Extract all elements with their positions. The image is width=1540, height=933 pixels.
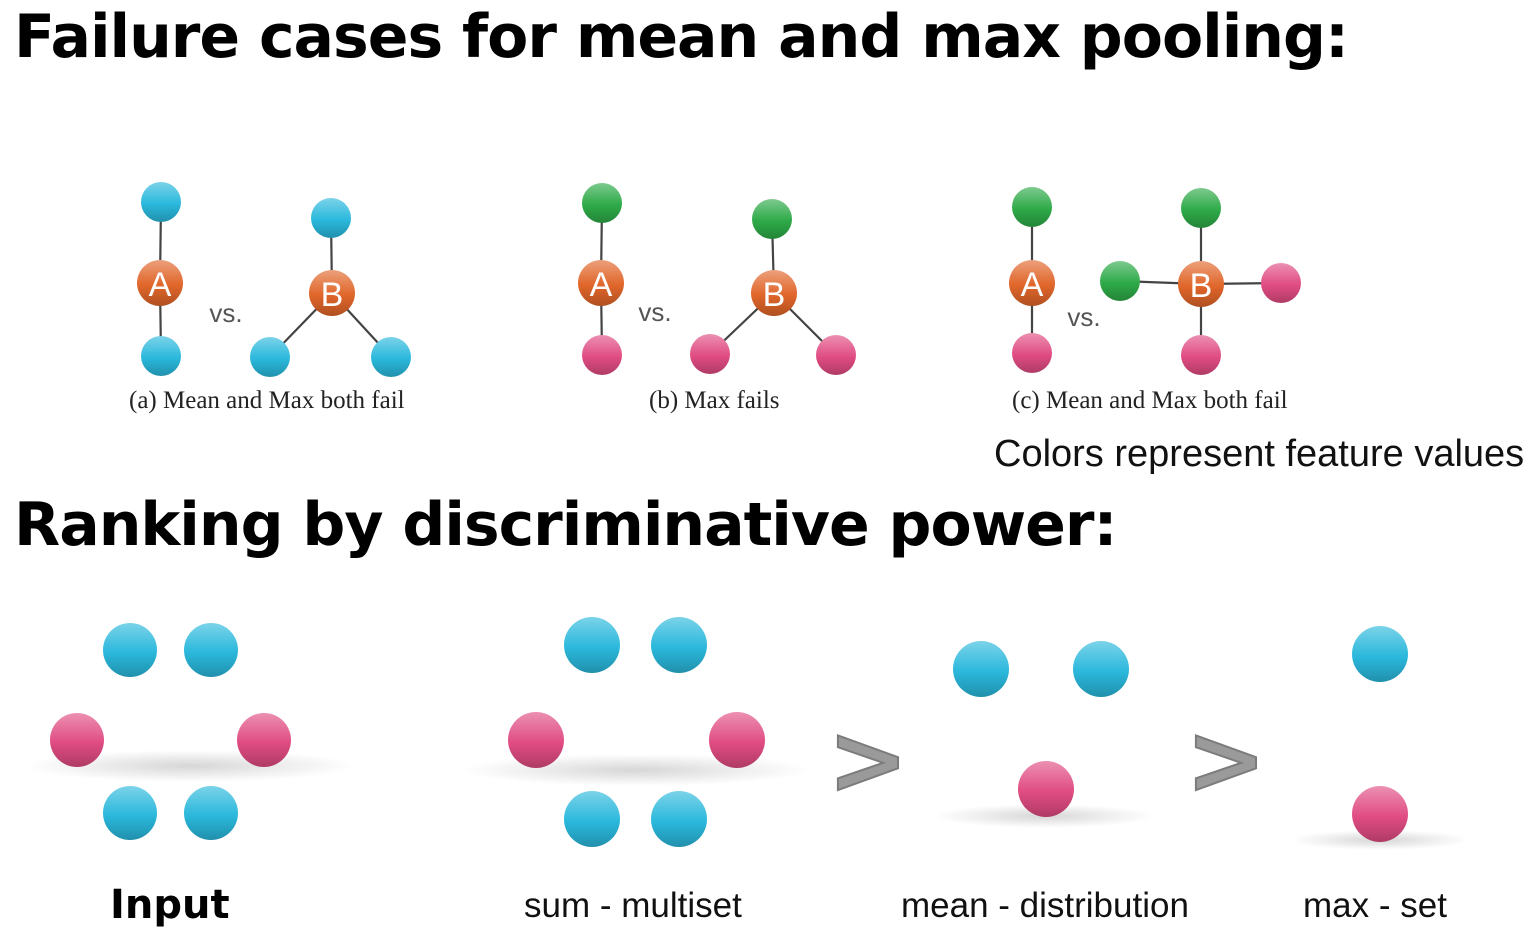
case-a-graph-a-neighbor-bottom	[141, 336, 181, 376]
ranking-1-ball-5	[651, 791, 707, 847]
failure-cases-title: Failure cases for mean and max pooling:	[14, 2, 1349, 72]
ranking-2-ball-1	[1073, 641, 1129, 697]
case-a-node-b	[309, 270, 355, 316]
ranking-0-ball-5	[184, 786, 238, 840]
ranking-0-ball-4	[103, 786, 157, 840]
case-c-node-b	[1178, 261, 1224, 307]
case-b-node-a	[578, 260, 624, 306]
case-a-node-a	[137, 260, 183, 306]
ranking-0-ball-3	[237, 713, 291, 767]
case-c-graph-a-neighbor-top	[1012, 187, 1052, 227]
case-c-graph-b-neighbor-1	[1100, 261, 1140, 301]
case-c-node-a-label: A	[1021, 266, 1044, 304]
ranking-1-ball-2	[508, 712, 564, 768]
case-a-graph-b-neighbor-2	[371, 337, 411, 377]
case-b-node-b	[751, 270, 797, 316]
label-sum-multiset: sum - multiset	[524, 886, 742, 925]
ranking-0-ball-0	[103, 623, 157, 677]
ranking-title: Ranking by discriminative power:	[14, 490, 1117, 560]
label-mean-distribution: mean - distribution	[901, 886, 1189, 925]
ranking-0-ball-2	[50, 713, 104, 767]
case-b-node-a-label: A	[590, 266, 613, 304]
ranking-1-shadow	[461, 754, 811, 786]
case-b-graph-b-neighbor-2	[816, 335, 856, 375]
ranking-3-ball-0	[1352, 626, 1408, 682]
caption-case-b: (b) Max fails	[649, 387, 780, 414]
caption-case-a: (a) Mean and Max both fail	[129, 387, 405, 414]
case-a-graph-b-neighbor-1	[250, 337, 290, 377]
greater-than-symbol-0: >	[828, 704, 908, 816]
case-c-graph-b-neighbor-2	[1261, 263, 1301, 303]
case-b-node-b-label: B	[763, 276, 786, 314]
case-b-graph-a-neighbor-bottom	[582, 335, 622, 375]
case-c-graph-a-neighbor-bottom	[1012, 333, 1052, 373]
ranking-3-ball-1	[1352, 786, 1408, 842]
case-b-graph-b-neighbor-0	[752, 199, 792, 239]
label-max-set: max - set	[1303, 886, 1447, 925]
case-b-graph-a-neighbor-top	[582, 183, 622, 223]
case-c-node-a	[1009, 260, 1055, 306]
case-a-node-a-label: A	[149, 266, 172, 304]
case-c-node-b-label: B	[1190, 267, 1213, 305]
greater-than-symbol-1: >	[1186, 704, 1266, 816]
case-c-graph-b-neighbor-0	[1181, 188, 1221, 228]
ranking-0-ball-1	[184, 623, 238, 677]
caption-case-c: (c) Mean and Max both fail	[1012, 387, 1288, 414]
ranking-2-ball-2	[1018, 761, 1074, 817]
case-c-vs-text: vs.	[1067, 302, 1100, 332]
case-a-graph-a-neighbor-top	[141, 182, 181, 222]
label-input: Input	[110, 882, 230, 928]
ranking-1-ball-1	[651, 617, 707, 673]
case-b-vs-text: vs.	[638, 297, 671, 327]
case-b-graph-b-neighbor-1	[690, 334, 730, 374]
case-a-vs-text: vs.	[209, 298, 242, 328]
ranking-1-ball-3	[709, 712, 765, 768]
ranking-2-ball-0	[953, 641, 1009, 697]
case-c-graph-b-neighbor-3	[1181, 335, 1221, 375]
case-a-node-b-label: B	[321, 276, 344, 314]
case-a-graph-b-neighbor-0	[311, 198, 351, 238]
ranking-1-ball-0	[564, 617, 620, 673]
ranking-1-ball-4	[564, 791, 620, 847]
colors-note: Colors represent feature values	[994, 433, 1525, 475]
